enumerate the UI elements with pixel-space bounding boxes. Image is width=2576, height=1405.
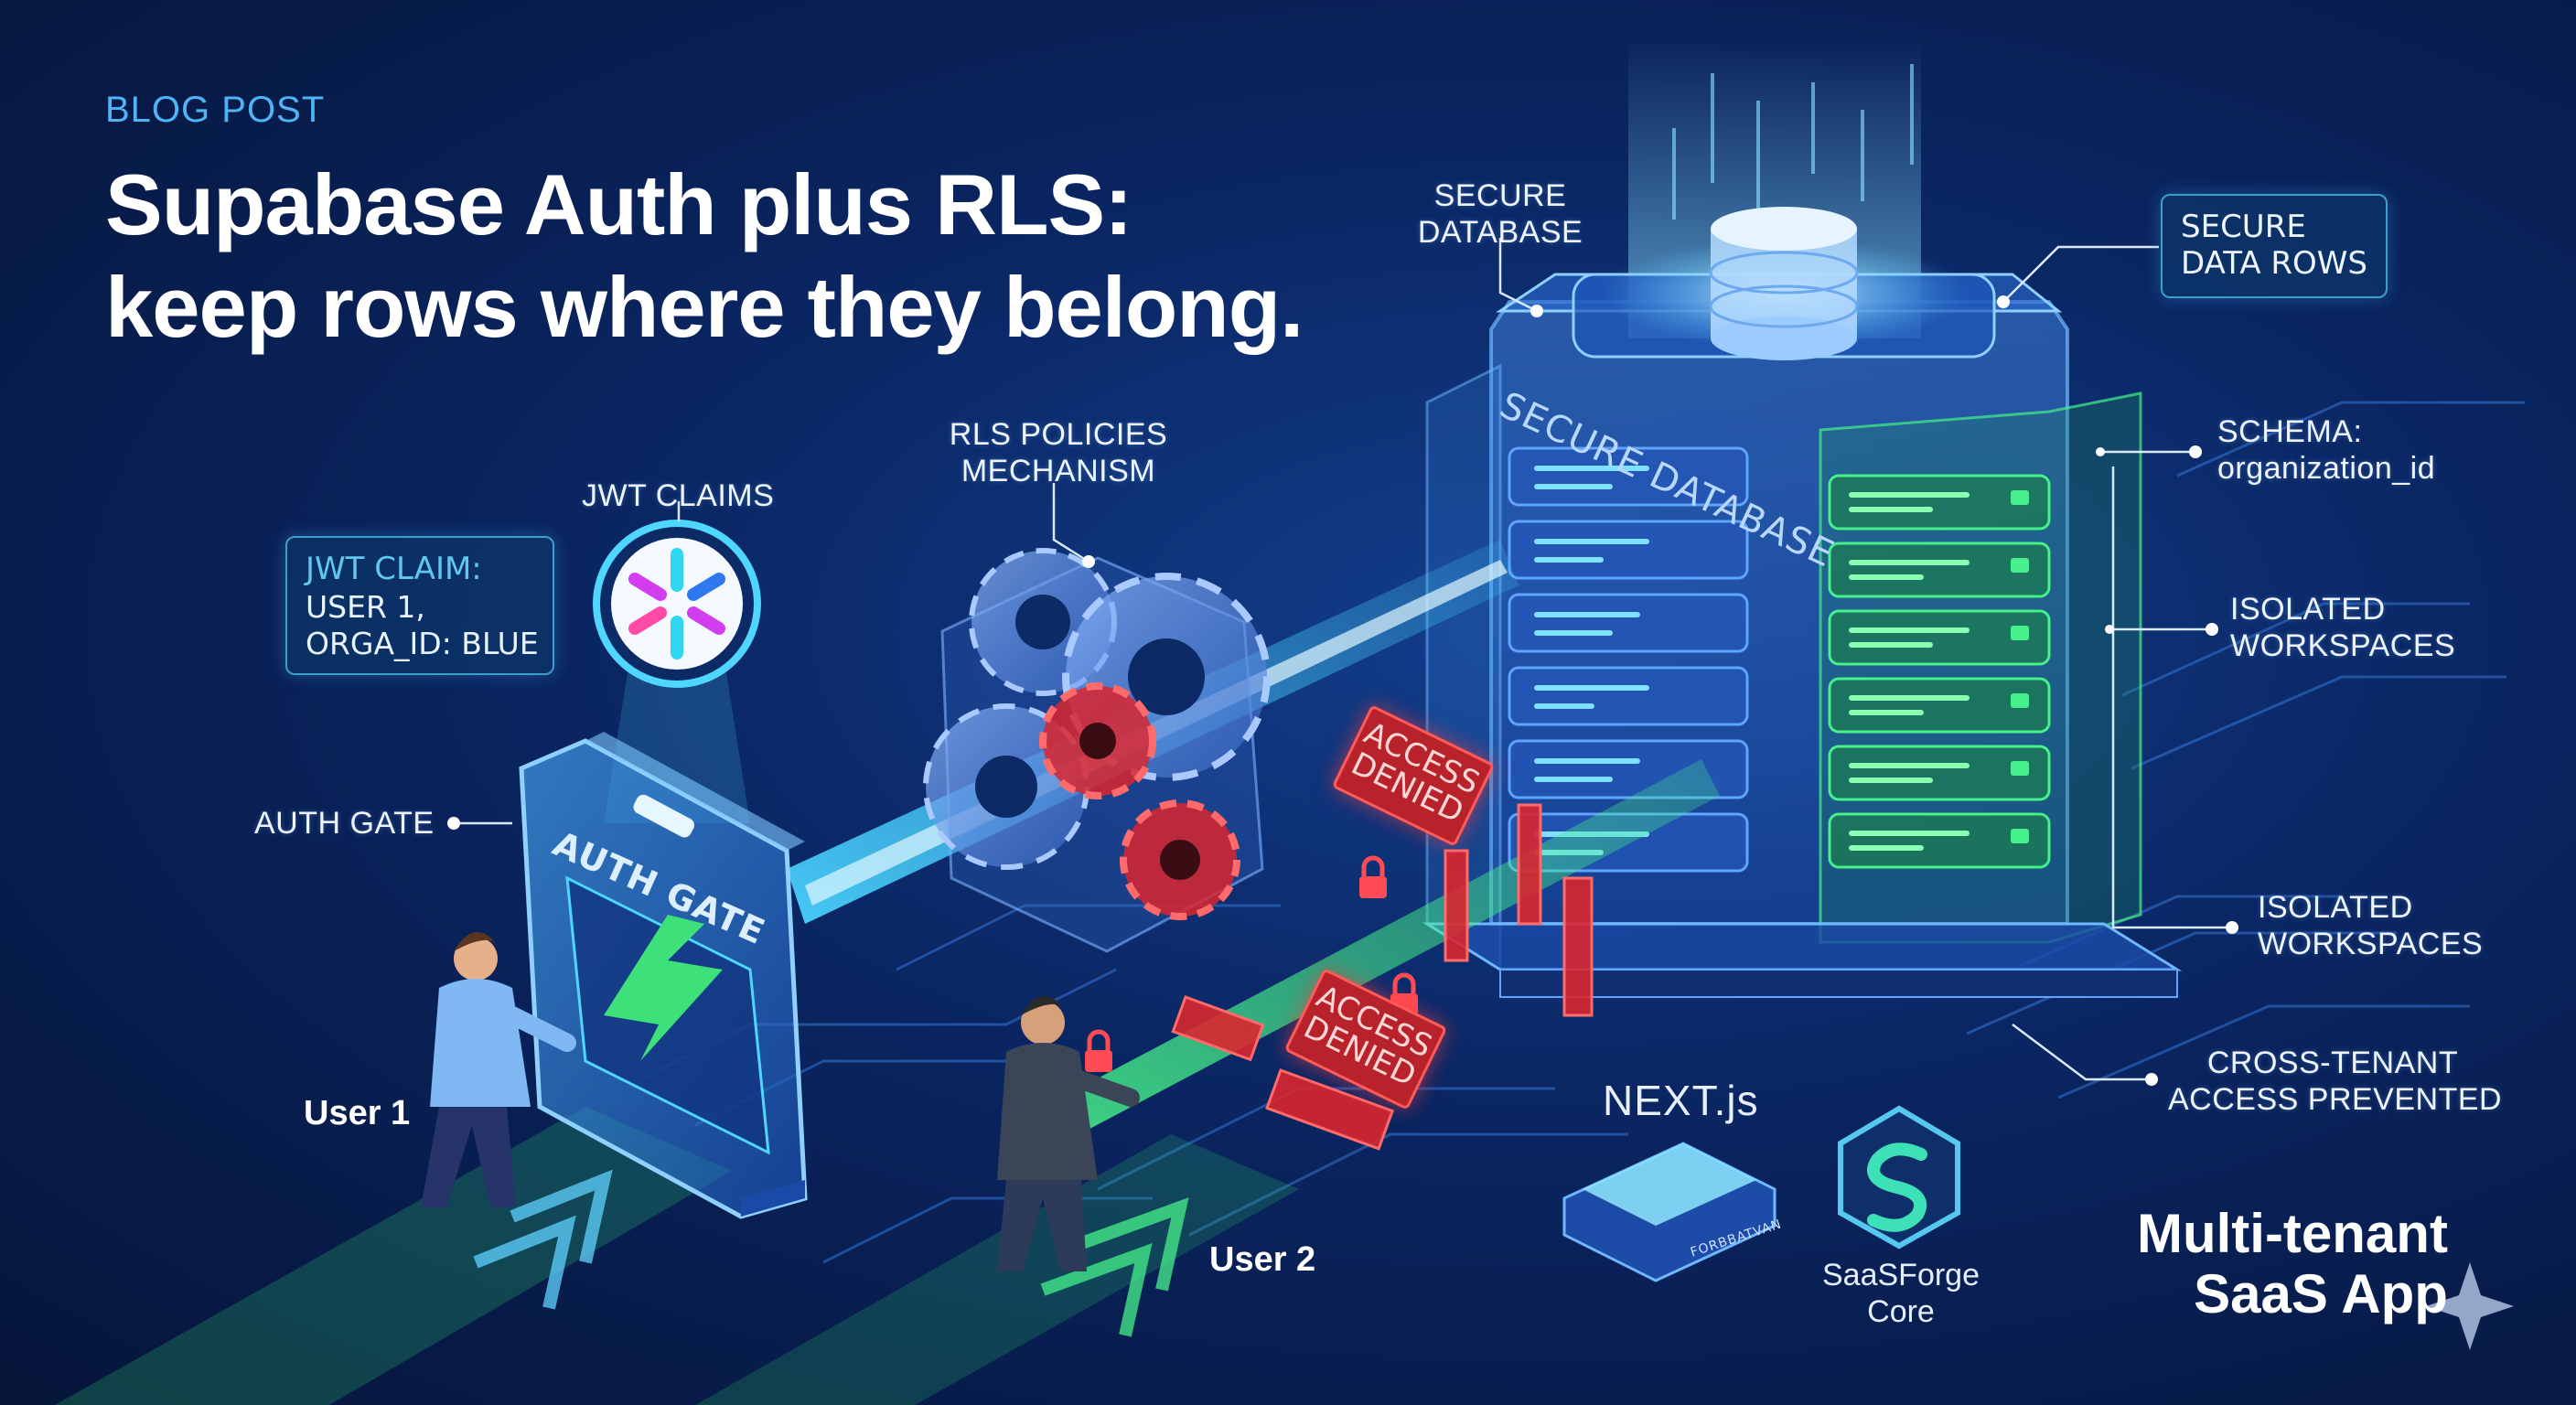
user1-label: User 1 [304, 1094, 411, 1132]
label-schema-line2: organization_id [2217, 451, 2436, 486]
saasforge-logo-icon [1838, 1105, 1960, 1249]
label-auth-gate: AUTH GATE [254, 806, 435, 841]
auth-gate [519, 732, 808, 1219]
jwt-badge [593, 520, 761, 823]
label-cross-tenant-line2: ACCESS PREVENTED [2168, 1082, 2503, 1117]
database-cylinder-icon [1709, 207, 1859, 360]
label-isolated-workspaces-lower: ISOLATED WORKSPACES [2258, 889, 2483, 962]
label-isolated-upper-line1: ISOLATED [2230, 592, 2386, 627]
saasforge-line1: SaaSForge [1822, 1258, 1980, 1292]
label-schema-line1: SCHEMA: [2217, 414, 2363, 449]
label-isolated-lower-line1: ISOLATED [2258, 890, 2413, 925]
label-rls-line1: RLS POLICIES [949, 417, 1168, 452]
arrow-user1-icon [473, 1169, 613, 1310]
label-rls-policies: RLS POLICIES MECHANISM [935, 416, 1182, 489]
label-rls-line2: MECHANISM [961, 454, 1156, 488]
page-title: Supabase Auth plus RLS: keep rows where … [105, 154, 1304, 359]
next-js-chip [1562, 1142, 1776, 1282]
jwt-claim-heading: JWT CLAIM: [306, 551, 482, 587]
user2-figure [997, 995, 1140, 1271]
leader-lines [454, 238, 2232, 1081]
secure-data-rows-callout: SECURE DATA ROWS [2161, 194, 2388, 298]
label-cross-tenant: CROSS-TENANT ACCESS PREVENTED [2168, 1045, 2503, 1118]
user1-figure [421, 931, 576, 1207]
label-secure-database-line1: SECURE [1433, 178, 1567, 213]
title-line-2: keep rows where they belong. [105, 259, 1304, 355]
footer-line2: SaaS App [2194, 1263, 2448, 1325]
label-secure-data-rows-line2: DATA ROWS [2181, 245, 2367, 282]
label-isolated-lower-line2: WORKSPACES [2258, 927, 2484, 961]
user1-path [55, 1107, 732, 1405]
saasforge-label: SaaSForge Core [1811, 1257, 1991, 1330]
label-cross-tenant-line1: CROSS-TENANT [2206, 1046, 2459, 1080]
leader-dots [447, 295, 2238, 1086]
user2-path [695, 1134, 1299, 1405]
server-rows-green [1828, 474, 2051, 869]
jwt-asterisk-icon [628, 548, 725, 660]
saasforge-line2: Core [1867, 1294, 1935, 1329]
sparkle-icon [2426, 1262, 2514, 1350]
footer-line1: Multi-tenant [2137, 1203, 2448, 1264]
label-secure-database: SECURE DATABASE [1409, 177, 1592, 251]
gear-icon [923, 548, 1271, 953]
label-jwt-claims: JWT CLAIMS [582, 478, 775, 513]
light-streaks [1672, 64, 1914, 220]
red-barriers [1171, 803, 1594, 1151]
jwt-claim-org: ORGA_ID: BLUE [306, 626, 539, 661]
label-secure-data-rows-line1: SECURE [2181, 209, 2306, 245]
jwt-claim-user: USER 1, [306, 589, 425, 625]
label-secure-database-line2: DATABASE [1417, 215, 1583, 250]
jwt-claim-callout: JWT CLAIM: USER 1, ORGA_ID: BLUE [285, 536, 554, 675]
green-row-indicators [1849, 492, 1970, 851]
next-js-logo-icon: NEXT.js [1603, 1077, 1759, 1124]
footer-title: Multi-tenant SaaS App [2137, 1204, 2448, 1325]
label-isolated-workspaces-upper: ISOLATED WORKSPACES [2230, 591, 2455, 664]
label-isolated-upper-line2: WORKSPACES [2230, 628, 2456, 663]
label-schema: SCHEMA: organization_id [2217, 413, 2435, 487]
user2-label: User 2 [1209, 1240, 1316, 1279]
secure-database-block [1422, 207, 2183, 998]
supabase-bolt-icon [604, 915, 723, 1061]
eyebrow-label: BLOG POST [105, 90, 326, 130]
title-line-1: Supabase Auth plus RLS: [105, 156, 1133, 252]
arrow-user2-icon [1040, 1197, 1189, 1337]
lock-icon [2011, 490, 2029, 843]
